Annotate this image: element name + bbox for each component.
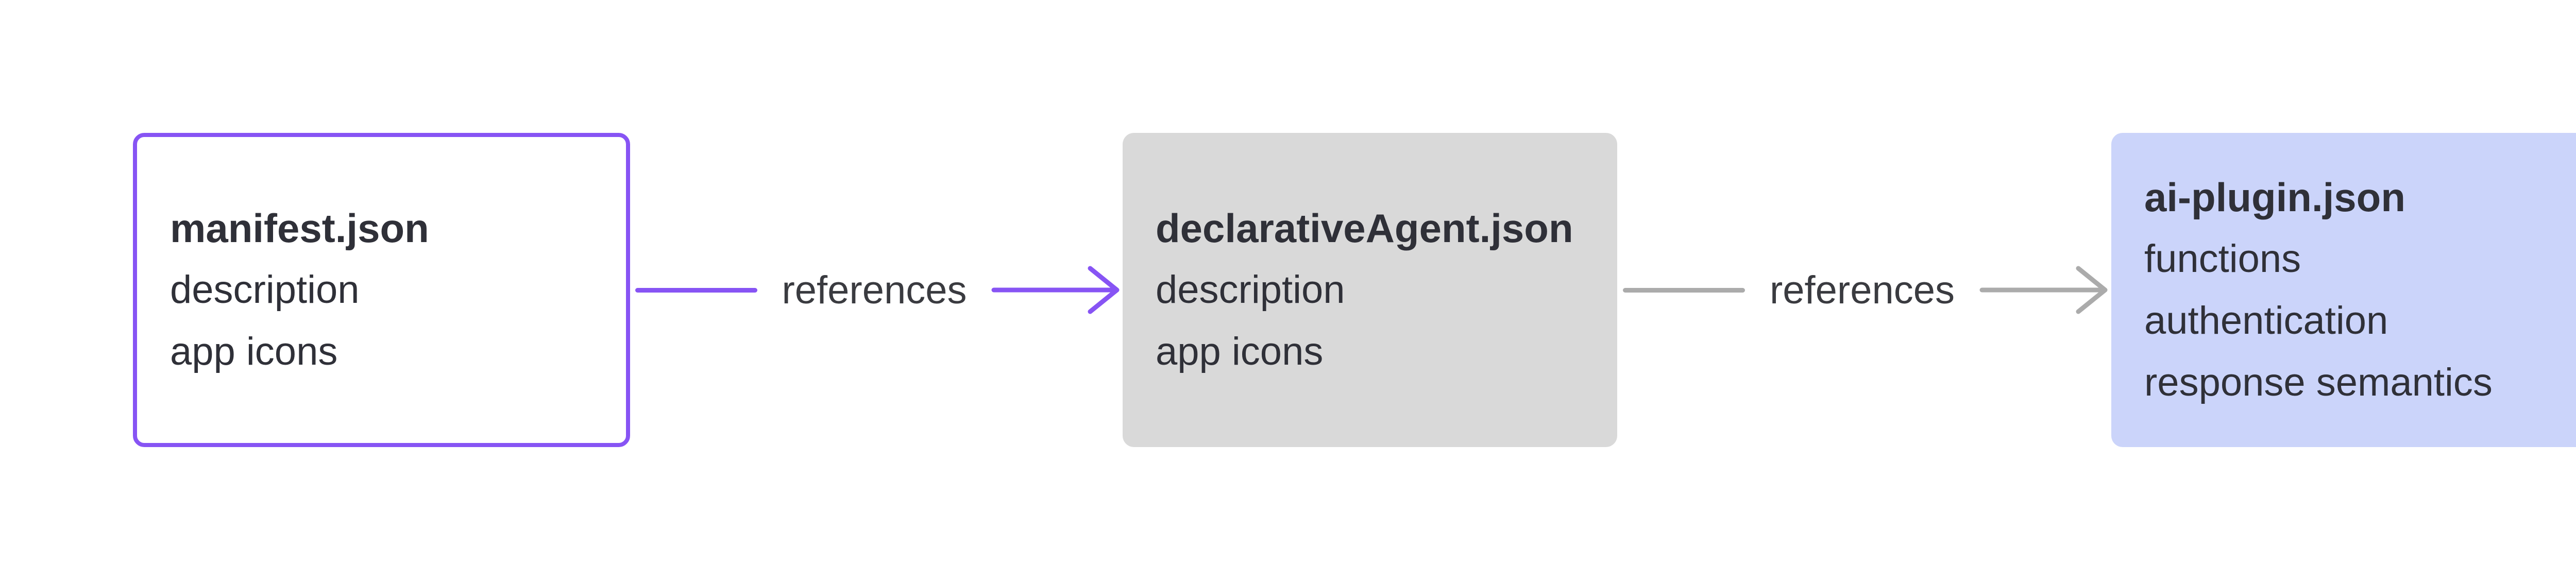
node-title: manifest.json [170, 206, 429, 251]
node-title: declarativeAgent.json [1156, 206, 1573, 251]
right-arrow-icon [991, 266, 1120, 314]
node-item: app icons [1156, 330, 1324, 373]
node-manifest-json: manifest.json description app icons [133, 133, 630, 447]
arrow-line [635, 287, 757, 293]
connector-label: references [782, 268, 967, 312]
node-title: ai-plugin.json [2144, 175, 2405, 220]
connector-declarative-to-aiplugin: references [1623, 259, 2109, 321]
arrow-line [1623, 287, 1745, 293]
connector-label: references [1769, 268, 1955, 312]
node-declarative-agent-json: declarativeAgent.json description app ic… [1123, 133, 1617, 447]
node-item: app icons [170, 330, 338, 373]
connector-manifest-to-declarative: references [635, 259, 1121, 321]
node-ai-plugin-json: ai-plugin.json functions authentication … [2111, 133, 2576, 447]
node-item: authentication [2144, 299, 2388, 343]
node-item: functions [2144, 237, 2301, 281]
right-arrow-icon [1979, 266, 2108, 314]
node-item: description [170, 268, 360, 312]
node-item: response semantics [2144, 361, 2493, 404]
node-item: description [1156, 268, 1345, 312]
